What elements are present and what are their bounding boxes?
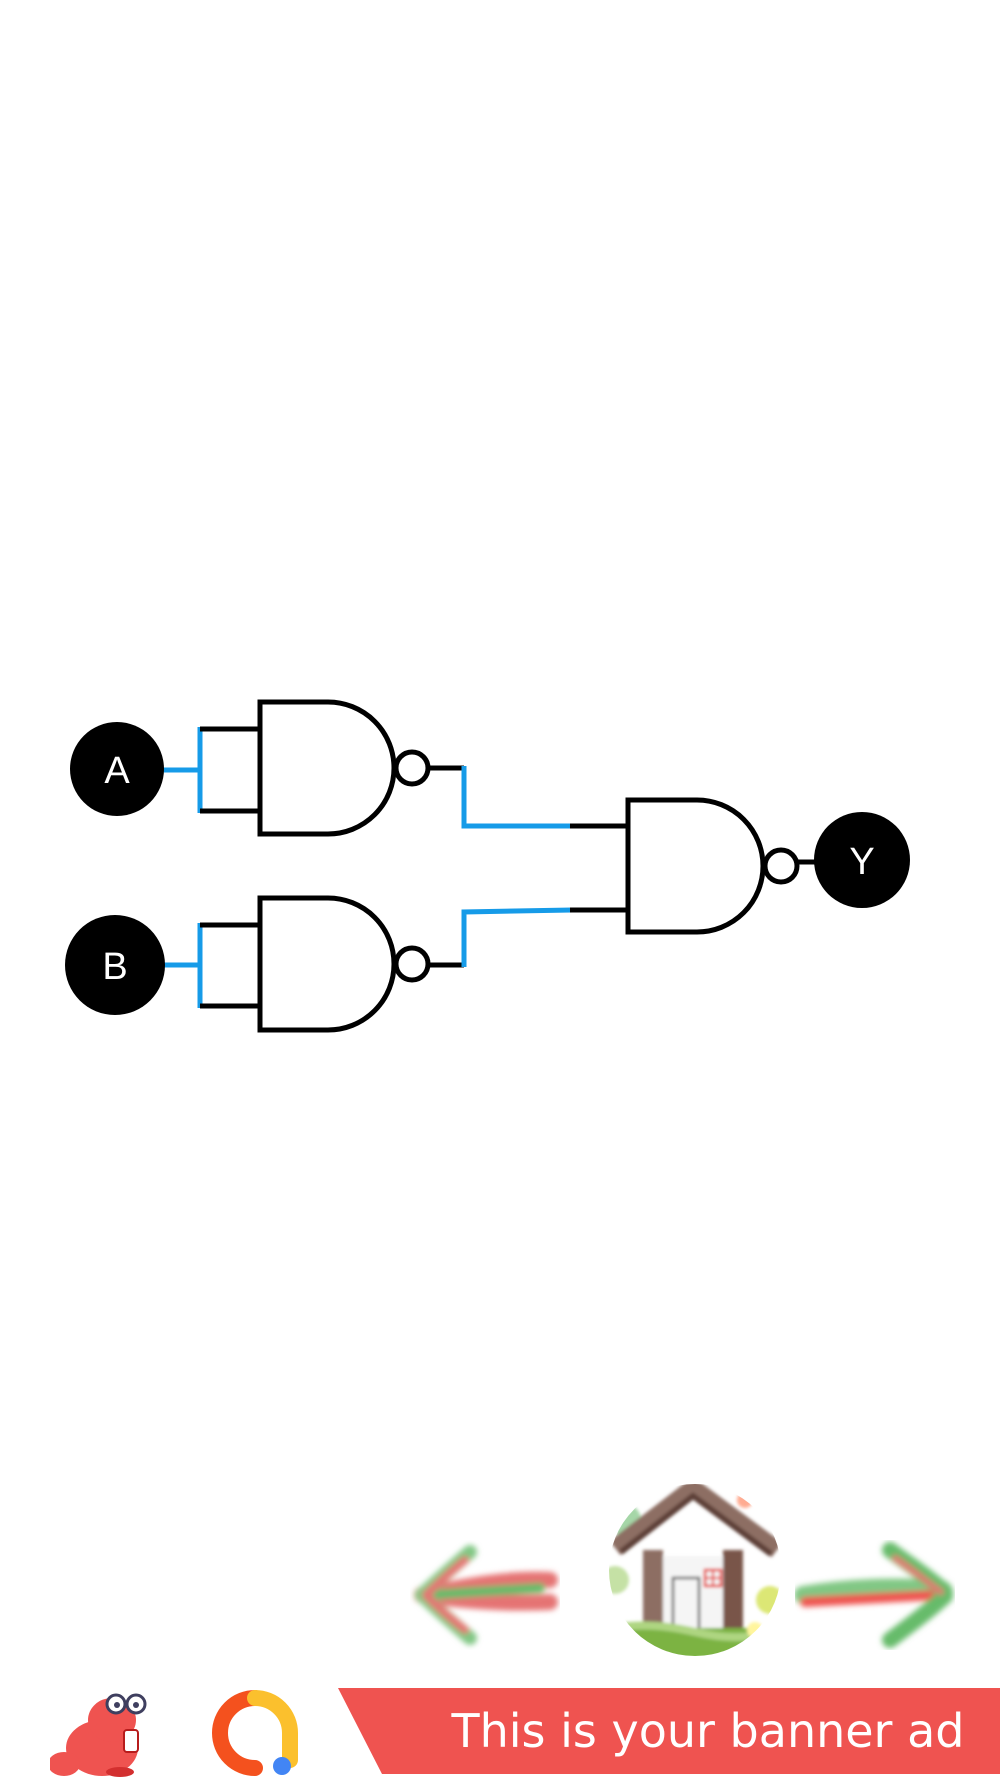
input-node-a[interactable]: A	[70, 722, 164, 816]
nand-gate-3[interactable]	[625, 797, 800, 935]
nand-gate-2[interactable]	[257, 895, 431, 1033]
right-arrow-icon	[794, 1542, 953, 1648]
home-button[interactable]	[605, 1480, 785, 1660]
nand-gate-1[interactable]	[257, 699, 431, 837]
navigation-bar	[0, 1480, 1000, 1670]
output-y-label: Y	[849, 841, 874, 883]
input-node-b[interactable]: B	[65, 915, 165, 1015]
wire-gate2-out	[428, 907, 628, 968]
wire-b	[160, 923, 203, 1008]
wire-b-gate-inputs	[200, 922, 260, 1009]
input-b-label: B	[102, 946, 127, 988]
back-button[interactable]	[410, 1540, 560, 1650]
house-icon	[609, 1484, 781, 1656]
wire-gate1-out	[428, 765, 628, 829]
beaver-mascot-icon	[48, 1690, 150, 1778]
circuit-canvas: A B Y	[65, 699, 910, 1033]
ad-strip: This is your banner ad	[0, 1670, 1000, 1778]
wire-a	[160, 727, 203, 813]
banner-ad-text: This is your banner ad	[451, 1704, 965, 1758]
banner-background	[338, 1688, 1000, 1774]
input-a-label: A	[104, 750, 130, 792]
circuit-diagram: A B Y	[65, 699, 910, 1033]
banner-ad[interactable]: This is your banner ad	[338, 1688, 1000, 1774]
ads-logo-icon	[210, 1688, 300, 1778]
left-arrow-icon	[414, 1545, 558, 1645]
output-node-y: Y	[814, 812, 910, 908]
forward-button[interactable]	[794, 1540, 955, 1650]
wire-a-gate-inputs	[200, 726, 260, 814]
